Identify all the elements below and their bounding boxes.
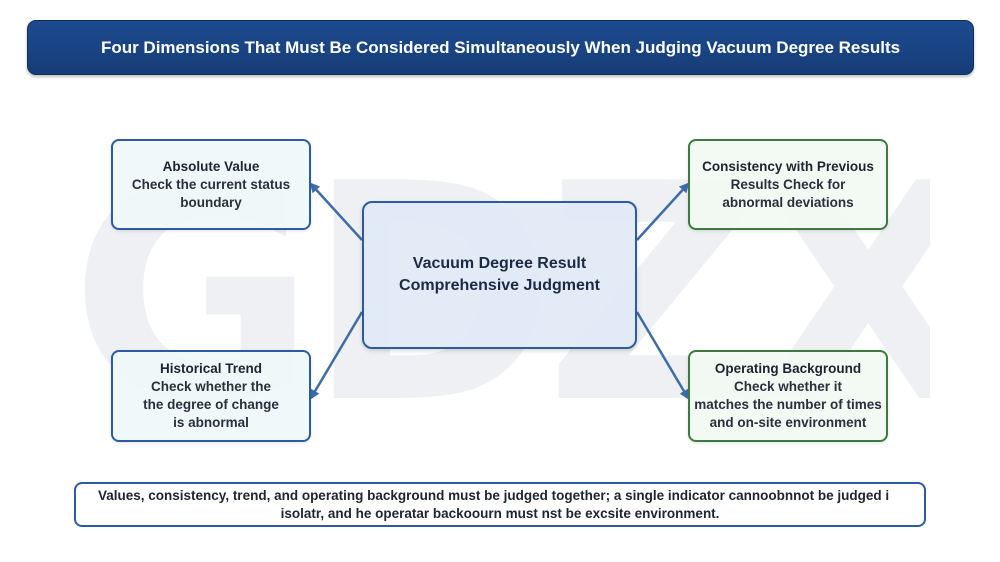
consistency-box: Consistency with Previous Results Check … bbox=[688, 139, 888, 230]
center-text-2: Comprehensive Judgment bbox=[399, 277, 600, 294]
operating-background-text-2: matches the number of times bbox=[694, 397, 882, 412]
historical-trend-text-1: Check whether the bbox=[150, 379, 272, 394]
operating-background-text-3: and on-site environment bbox=[709, 415, 867, 430]
consistency-heading: Consistency with Previous bbox=[702, 158, 874, 174]
center-judgment-box: Vacuum Degree Result Comprehensive Judgm… bbox=[362, 201, 637, 349]
historical-trend-text-2: the degree of change bbox=[143, 397, 279, 412]
absolute-value-text-2: boundary bbox=[180, 194, 242, 210]
historical-trend-text-3: is abnormal bbox=[173, 415, 249, 430]
historical-trend-heading: Historical Trend bbox=[159, 361, 263, 376]
consistency-text-1: Results Check for bbox=[730, 176, 846, 192]
consistency-text-2: abnormal deviations bbox=[722, 194, 854, 210]
arrow-to-absolute-value bbox=[309, 182, 363, 241]
operating-background-box: Operating Background Check whether it ma… bbox=[688, 350, 888, 442]
absolute-value-box: Absolute Value Check the current status … bbox=[111, 139, 311, 230]
center-text-1: Vacuum Degree Result bbox=[412, 255, 587, 272]
diagram-title: Four Dimensions That Must Be Considered … bbox=[100, 37, 901, 57]
arrow-to-operating-background bbox=[635, 311, 690, 400]
historical-trend-box: Historical Trend Check whether the the d… bbox=[111, 350, 311, 442]
arrow-to-consistency bbox=[636, 182, 690, 241]
arrow-to-historical-trend bbox=[309, 311, 364, 400]
summary-footer: Values, consistency, trend, and operatin… bbox=[74, 482, 926, 527]
absolute-value-text-1: Check the current status bbox=[131, 176, 291, 192]
summary-line-1: Values, consistency, trend, and operatin… bbox=[98, 487, 890, 503]
summary-line-2: isolatr, and he operatar backoourn must … bbox=[280, 505, 720, 521]
absolute-value-heading: Absolute Value bbox=[162, 158, 260, 174]
operating-background-text-1: Check whether it bbox=[733, 379, 843, 394]
operating-background-heading: Operating Background bbox=[714, 361, 862, 376]
title-bar: Four Dimensions That Must Be Considered … bbox=[27, 20, 974, 75]
